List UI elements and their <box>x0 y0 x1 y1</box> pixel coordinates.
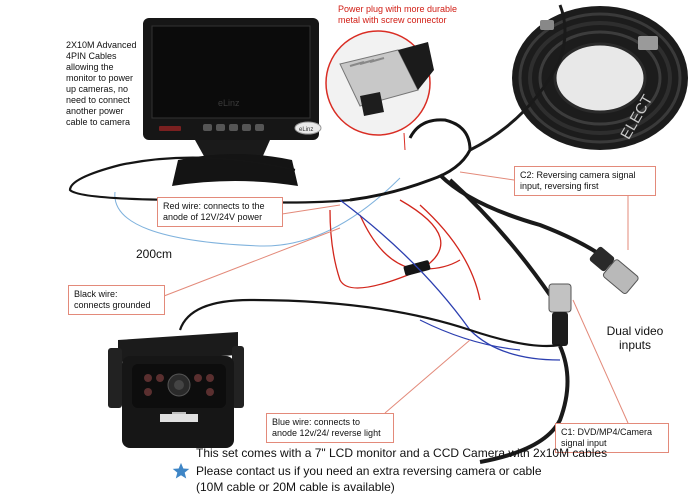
footer-line-3: (10M cable or 20M cable is available) <box>196 480 395 494</box>
connector-c2 <box>589 246 639 294</box>
c1-leader <box>572 299 629 424</box>
power-plug-zoom <box>325 30 434 151</box>
cables-description: 2X10M Advanced 4PIN Cables allowing the … <box>66 40 137 127</box>
cable-length-label: 200cm <box>136 247 173 261</box>
monitor-brand: eLinz <box>218 98 240 108</box>
dual-video-label: Dual video inputs <box>606 324 664 352</box>
c2-leader <box>459 171 515 181</box>
footer-line-1: This set comes with a 7" LCD monitor and… <box>196 446 608 460</box>
black-wire-leader <box>163 227 341 297</box>
cable-reel <box>512 6 688 150</box>
star-icon <box>172 462 190 479</box>
blue-wire-leader <box>384 339 471 414</box>
red-wire <box>329 199 442 289</box>
connector-c1 <box>479 283 572 464</box>
camera-cable <box>178 298 561 348</box>
monitor-logo: eLinz <box>299 127 313 133</box>
length-measure-line <box>114 177 401 247</box>
black-wire-callout: Black wire: connects grounded <box>68 285 165 315</box>
cable-bundle <box>349 118 472 202</box>
c2-callout: C2: Reversing camera signal input, rever… <box>514 166 656 196</box>
footer-line-2: Please contact us if you need an extra r… <box>196 464 542 478</box>
blue-wire <box>339 199 561 361</box>
power-plug-label: Power plug with more durable metal with … <box>338 4 458 25</box>
ccd-camera <box>108 332 244 448</box>
red-wire-leader <box>281 204 341 215</box>
c1-callout: C1: DVD/MP4/Camera signal input <box>555 423 669 453</box>
lcd-monitor <box>143 18 322 186</box>
red-wire-callout: Red wire: connects to the anode of 12V/2… <box>157 197 283 227</box>
blue-wire-callout: Blue wire: connects to anode 12v/24/ rev… <box>266 413 394 443</box>
